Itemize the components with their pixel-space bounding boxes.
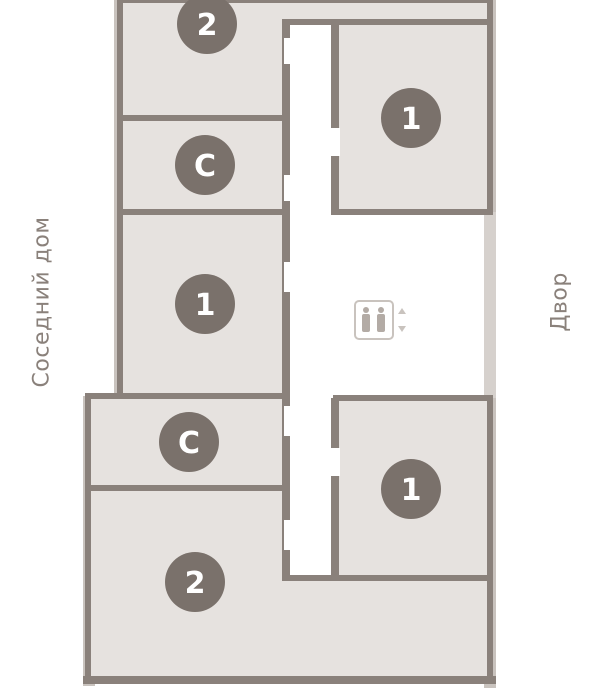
badge-label: С — [194, 149, 216, 184]
badge-lower-studio: С — [159, 412, 219, 472]
badge-top-left: 2 — [177, 0, 237, 54]
badge-bottom-right: 1 — [381, 459, 441, 519]
badge-label: С — [178, 426, 200, 461]
elevator-icon — [354, 300, 406, 340]
corridor — [288, 25, 333, 575]
bottom-wall — [83, 676, 496, 684]
yard-wall — [484, 212, 496, 398]
badge-label: 1 — [195, 288, 216, 323]
badge-label: 2 — [185, 566, 206, 601]
badge-label: 2 — [197, 8, 218, 43]
badge-bottom-left: 2 — [165, 552, 225, 612]
neighbor-house-label: Соседний дом — [29, 216, 55, 388]
room-lower-studio[interactable] — [85, 393, 288, 491]
badge-upper-studio: С — [175, 135, 235, 195]
badge-top-right: 1 — [381, 88, 441, 148]
badge-label: 1 — [401, 473, 422, 508]
yard-label: Двор — [547, 272, 573, 332]
badge-label: 1 — [401, 102, 422, 137]
badge-middle-left: 1 — [175, 274, 235, 334]
